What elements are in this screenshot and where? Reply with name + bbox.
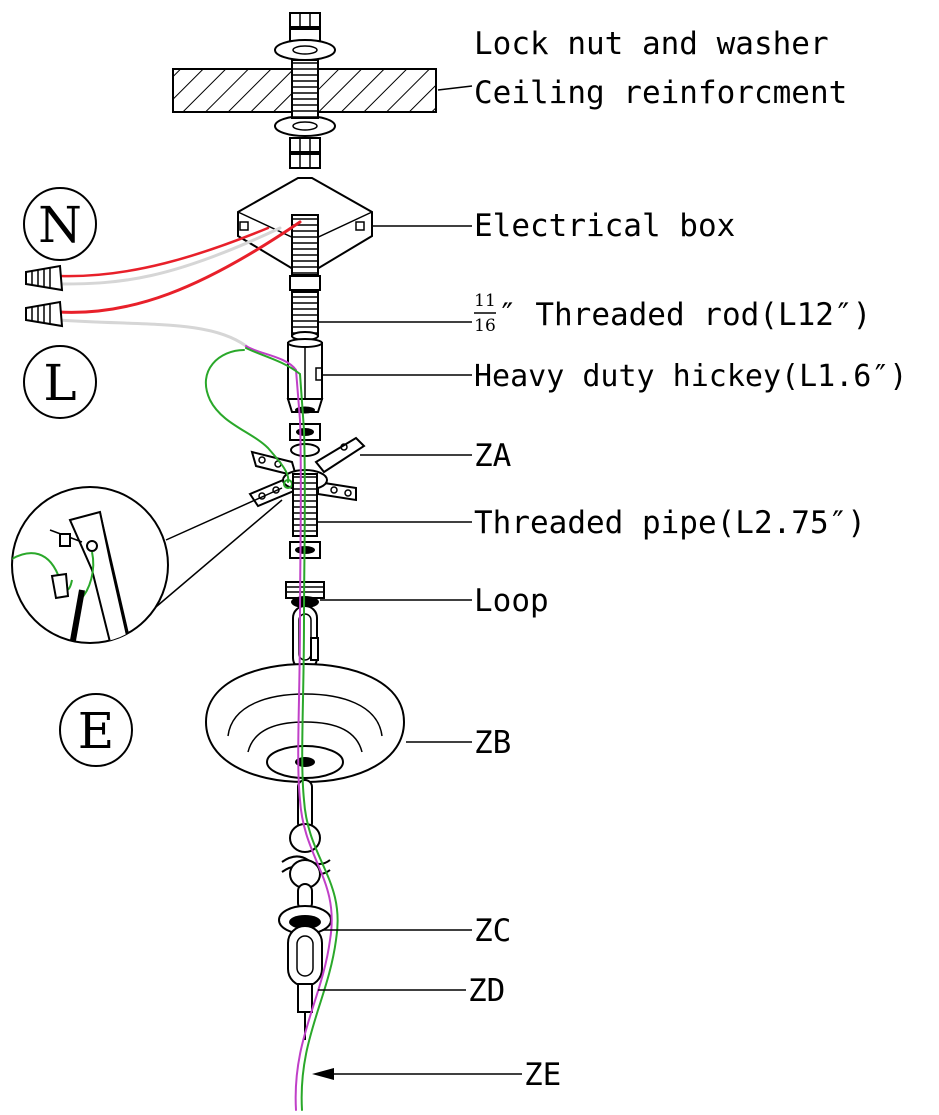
link-zd: [287, 925, 323, 1040]
electrical-box: [237, 177, 373, 291]
rod-fraction: 11 16: [474, 291, 496, 336]
heavy-duty-hickey: [286, 338, 324, 414]
ring-zc: [278, 905, 332, 935]
threaded-rod: [291, 291, 319, 337]
label-threaded-pipe: Threaded pipe(L2.75″): [474, 505, 866, 541]
rod-fraction-numerator: 11: [474, 291, 496, 311]
earth-marker: E: [59, 693, 133, 767]
lock-nut-and-washer: [274, 12, 336, 169]
label-loop: Loop: [474, 583, 549, 619]
label-zd: ZD: [468, 973, 505, 1009]
live-marker: L: [23, 345, 97, 419]
ceiling-rod: [291, 59, 319, 119]
leader-lines: [312, 85, 522, 1080]
neutral-marker: N: [23, 187, 97, 261]
label-ceiling: Ceiling reinforcment: [474, 75, 847, 111]
label-lock-nut: Lock nut and washer: [474, 26, 829, 62]
wires: [56, 220, 339, 1111]
rod-fraction-denominator: 16: [474, 316, 496, 336]
canopy-zb: [204, 662, 406, 784]
label-threaded-rod: ″ Threaded rod(L12″): [498, 297, 871, 333]
wire-nut-live: [25, 300, 64, 328]
live-marker-letter: L: [43, 354, 76, 412]
label-za: ZA: [474, 438, 512, 474]
neutral-marker-letter: N: [38, 196, 82, 254]
label-ze: ZE: [524, 1057, 561, 1093]
label-hickey: Heavy duty hickey(L1.6″): [474, 359, 907, 394]
ground-detail: [11, 486, 283, 644]
wire-nut-neutral: [25, 264, 64, 292]
label-zc: ZC: [474, 913, 511, 949]
chain: [281, 779, 331, 911]
label-electrical-box: Electrical box: [474, 208, 735, 244]
label-zb: ZB: [474, 725, 511, 761]
earth-marker-letter: E: [78, 702, 115, 760]
